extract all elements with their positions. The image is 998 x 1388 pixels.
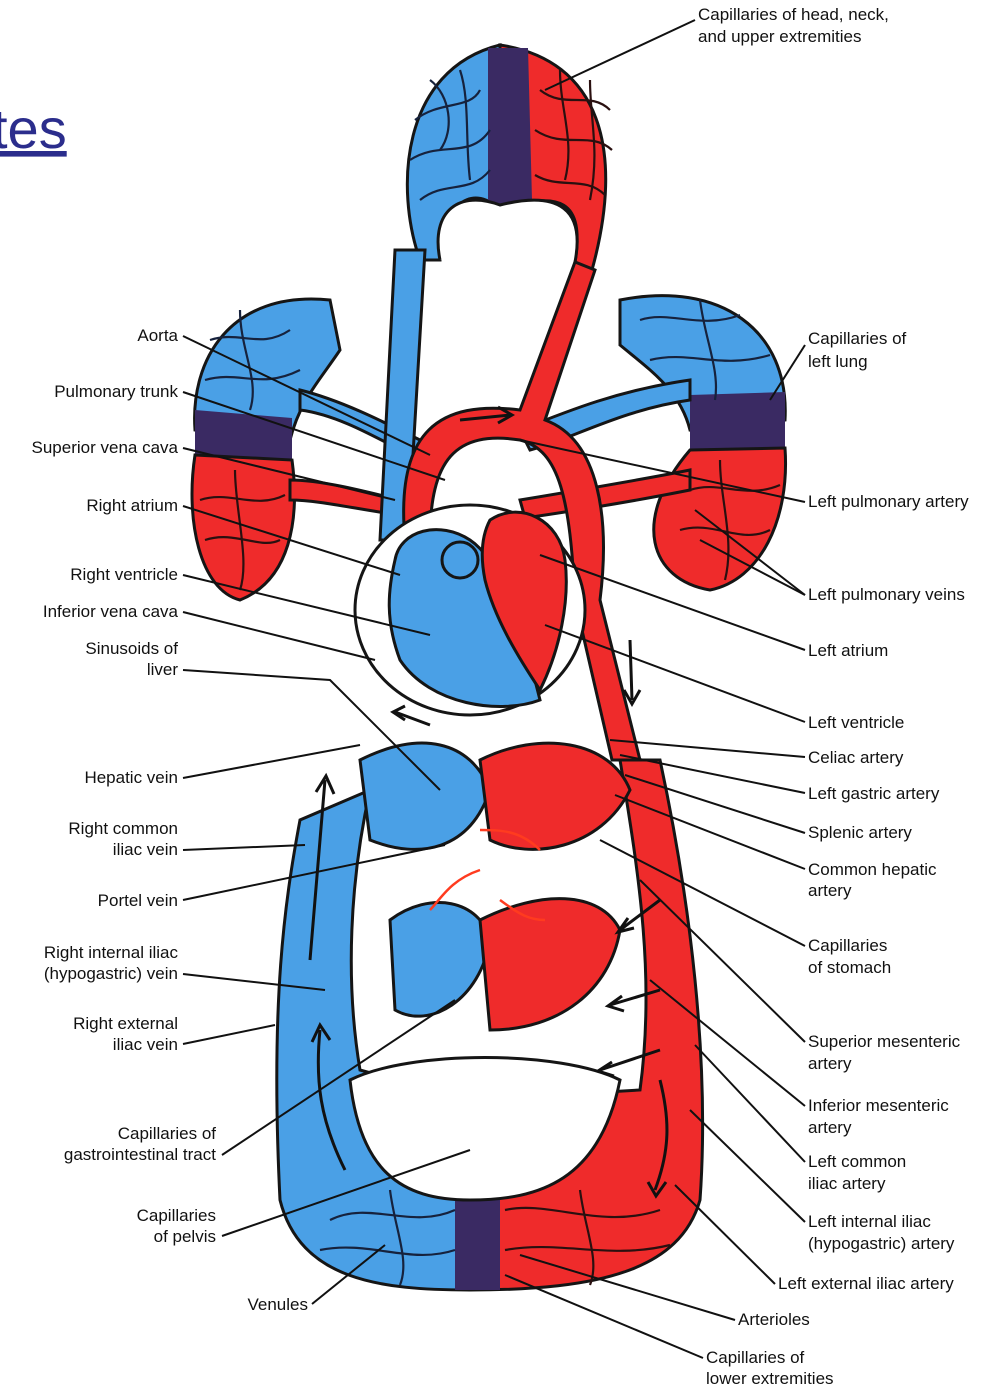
label-cap-head-1: Capillaries of head, neck, — [698, 5, 889, 24]
label-left-internal-iliac-artery-1: Left internal iliac — [808, 1212, 931, 1231]
head-capillary-bed — [407, 45, 612, 270]
label-portel-vein: Portel vein — [98, 891, 178, 910]
label-sinusoids-liver-1: Sinusoids of — [85, 639, 178, 658]
label-left-pulmonary-veins: Left pulmonary veins — [808, 585, 965, 604]
label-left-common-iliac-artery-2: iliac artery — [808, 1174, 886, 1193]
label-cap-left-lung-1: Capillaries of — [808, 329, 907, 348]
label-venules: Venules — [248, 1295, 309, 1314]
label-right-internal-iliac-vein-2: (hypogastric) vein — [44, 964, 178, 983]
label-right-external-iliac-vein-1: Right external — [73, 1014, 178, 1033]
label-cap-lower-extremities-1: Capillaries of — [706, 1348, 805, 1367]
label-cap-stomach-2: of stomach — [808, 958, 891, 977]
label-inferior-mesenteric-artery-2: artery — [808, 1118, 852, 1137]
label-superior-vena-cava: Superior vena cava — [32, 438, 179, 457]
label-cap-pelvis-1: Capillaries — [137, 1206, 216, 1225]
label-left-external-iliac-artery: Left external iliac artery — [778, 1274, 954, 1293]
label-cap-left-lung-2: left lung — [808, 352, 868, 371]
label-right-common-iliac-vein-1: Right common — [68, 819, 178, 838]
label-right-atrium: Right atrium — [86, 496, 178, 515]
stomach-arterial — [480, 743, 630, 849]
label-cap-lower-extremities-2: lower extremities — [706, 1369, 834, 1388]
label-right-ventricle: Right ventricle — [70, 565, 178, 584]
label-pulmonary-trunk: Pulmonary trunk — [54, 382, 178, 401]
label-left-pulmonary-artery: Left pulmonary artery — [808, 492, 969, 511]
label-common-hepatic-artery-2: artery — [808, 881, 852, 900]
label-right-external-iliac-vein-2: iliac vein — [113, 1035, 178, 1054]
label-cap-gi-tract-1: Capillaries of — [118, 1124, 217, 1143]
label-left-common-iliac-artery-1: Left common — [808, 1152, 906, 1171]
label-arterioles: Arterioles — [738, 1310, 810, 1329]
label-left-internal-iliac-artery-2: (hypogastric) artery — [808, 1234, 955, 1253]
right-lung — [192, 299, 340, 600]
label-right-internal-iliac-vein-1: Right internal iliac — [44, 943, 179, 962]
label-aorta: Aorta — [137, 326, 178, 345]
label-celiac-artery: Celiac artery — [808, 748, 904, 767]
label-superior-mesenteric-artery-1: Superior mesenteric — [808, 1032, 961, 1051]
gi-venous — [390, 903, 490, 1017]
label-cap-pelvis-2: of pelvis — [154, 1227, 216, 1246]
label-sinusoids-liver-2: liver — [147, 660, 179, 679]
label-superior-mesenteric-artery-2: artery — [808, 1054, 852, 1073]
label-left-atrium: Left atrium — [808, 641, 888, 660]
liver — [360, 743, 490, 849]
label-cap-head-2: and upper extremities — [698, 27, 861, 46]
label-inferior-mesenteric-artery-1: Inferior mesenteric — [808, 1096, 949, 1115]
label-left-ventricle: Left ventricle — [808, 713, 904, 732]
label-cap-gi-tract-2: gastrointestinal tract — [64, 1145, 216, 1164]
label-common-hepatic-artery-1: Common hepatic — [808, 860, 937, 879]
label-left-gastric-artery: Left gastric artery — [808, 784, 940, 803]
left-lung — [620, 296, 786, 590]
slide-title-link[interactable]: tes — [0, 97, 67, 160]
circulation-graphic — [192, 45, 786, 1290]
label-cap-stomach-1: Capillaries — [808, 936, 887, 955]
heart — [355, 505, 585, 715]
label-splenic-artery: Splenic artery — [808, 823, 912, 842]
label-inferior-vena-cava: Inferior vena cava — [43, 602, 179, 621]
label-hepatic-vein: Hepatic vein — [84, 768, 178, 787]
gi-arterial — [480, 899, 620, 1030]
label-right-common-iliac-vein-2: iliac vein — [113, 840, 178, 859]
